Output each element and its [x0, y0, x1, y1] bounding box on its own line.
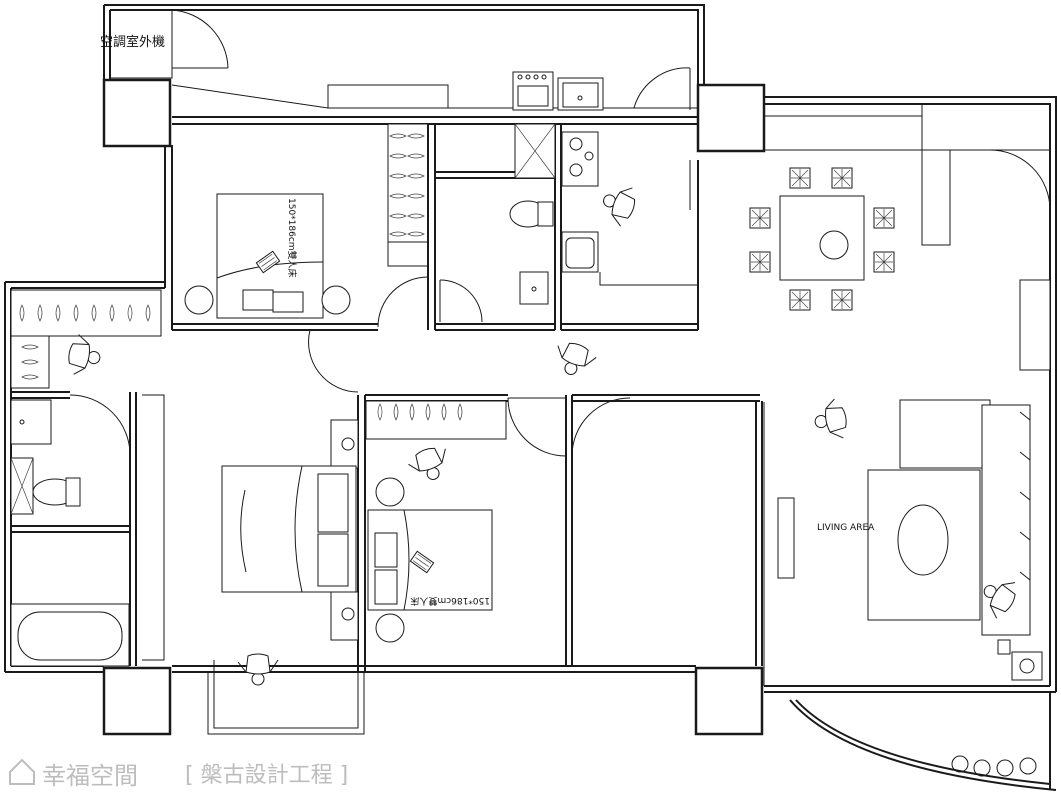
house-logo-icon: [9, 758, 35, 785]
balcony-appliances: [512, 67, 691, 111]
left-bathroom: [10, 289, 165, 667]
watermark-designer: [ 槃古設計工程 ]: [185, 763, 348, 788]
bed-label-top: 150*186cm雙人床: [286, 198, 298, 278]
living-area: LIVING AREA: [763, 397, 1057, 791]
structural-pillars: [102, 78, 766, 736]
bed-label-middle: 150*186cm雙人床: [410, 595, 490, 607]
bedroom-middle: [207, 329, 366, 735]
dining-area: [749, 103, 1051, 371]
watermark-brand: 幸福空間: [42, 762, 138, 790]
living-area-label: LIVING AREA: [817, 523, 875, 533]
bedroom-top: 150*186cm雙人床: [172, 123, 429, 331]
ac-outdoor-area: 空調室外機: [100, 9, 229, 79]
watermark: 幸福空間 [ 槃古設計工程 ]: [9, 758, 348, 790]
bedroom-right-middle: 150*186cm雙人床: [365, 337, 599, 666]
room-right: [571, 394, 763, 667]
kitchen-area: [427, 123, 699, 331]
ac-outdoor-label: 空調室外機: [100, 34, 165, 50]
